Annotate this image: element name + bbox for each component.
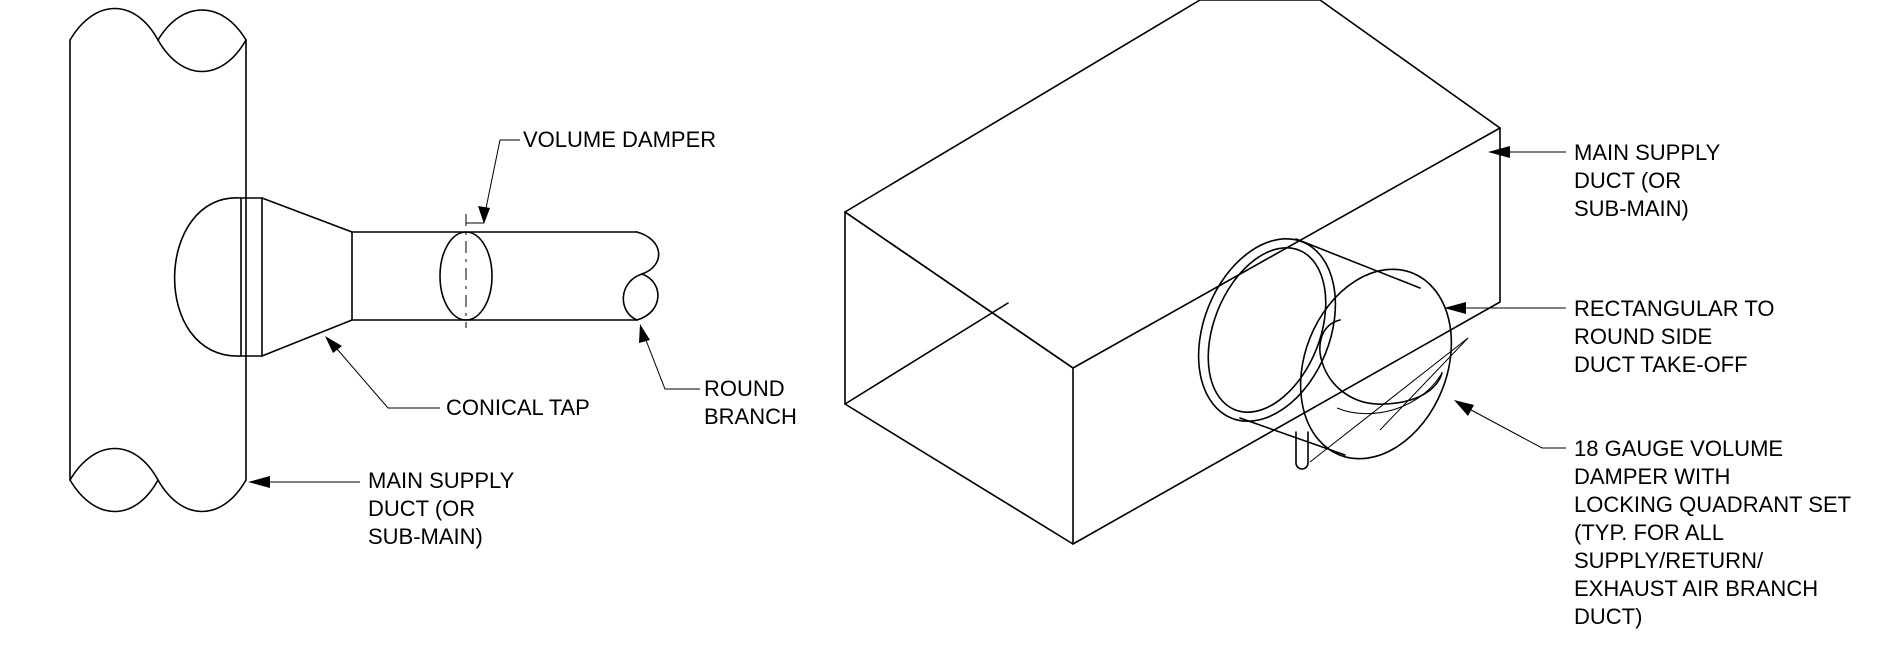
label-damper-note-line6: EXHAUST AIR BRANCH xyxy=(1574,576,1818,601)
label-takeoff-line1: RECTANGULAR TO xyxy=(1574,296,1774,321)
label-main-supply-right-line3: SUB-MAIN) xyxy=(1574,196,1689,221)
label-damper-note-line4: (TYP. FOR ALL xyxy=(1574,520,1724,545)
leader-volume-damper xyxy=(478,139,520,224)
round-branch-duct xyxy=(351,231,660,321)
label-damper-note-line7: DUCT) xyxy=(1574,604,1642,629)
label-main-supply-left-line3: SUB-MAIN) xyxy=(368,524,483,549)
label-conical-tap: CONICAL TAP xyxy=(446,395,590,420)
leader-round-branch xyxy=(639,324,700,390)
label-volume-damper: VOLUME DAMPER xyxy=(523,127,716,152)
locking-quadrant-handle xyxy=(1295,431,1309,470)
leader-conical-tap xyxy=(325,336,440,409)
round-side-takeoff xyxy=(1197,238,1453,460)
conical-tap xyxy=(173,197,353,357)
main-duct-round xyxy=(69,7,247,513)
takeoff-damper-blade xyxy=(1309,319,1469,463)
label-round-branch-line2: BRANCH xyxy=(704,404,797,429)
label-round-branch-line1: ROUND xyxy=(704,376,785,401)
leader-main-supply-right xyxy=(1488,146,1566,158)
label-main-supply-right-line1: MAIN SUPPLY xyxy=(1574,140,1721,165)
leader-main-supply-left xyxy=(248,476,360,488)
rectangular-main-duct xyxy=(844,0,1501,545)
label-damper-note-line1: 18 GAUGE VOLUME xyxy=(1574,436,1783,461)
label-takeoff-line3: DUCT TAKE-OFF xyxy=(1574,352,1748,377)
leader-takeoff xyxy=(1444,302,1566,314)
label-damper-note-line2: DAMPER WITH xyxy=(1574,464,1730,489)
label-damper-note-line3: LOCKING QUADRANT SET xyxy=(1574,492,1851,517)
leader-damper-note xyxy=(1454,400,1566,449)
label-main-supply-left-line2: DUCT (OR xyxy=(368,496,475,521)
label-main-supply-right-line2: DUCT (OR xyxy=(1574,168,1681,193)
volume-damper-blade xyxy=(439,214,493,328)
label-takeoff-line2: ROUND SIDE xyxy=(1574,324,1712,349)
label-main-supply-left-line1: MAIN SUPPLY xyxy=(368,468,515,493)
label-damper-note-line5: SUPPLY/RETURN/ xyxy=(1574,548,1764,573)
